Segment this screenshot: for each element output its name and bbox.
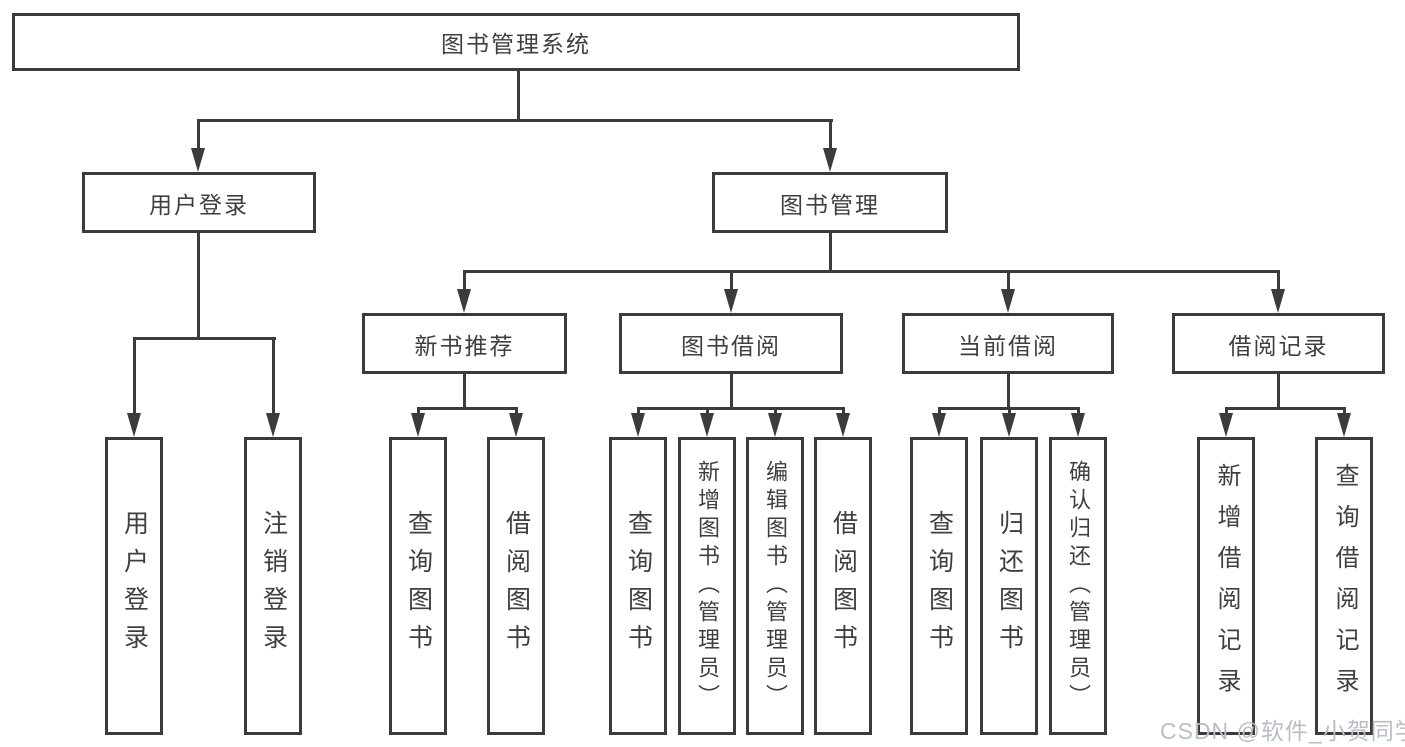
leaf-borrow-books-label: 借阅图书 bbox=[829, 510, 858, 662]
leaf-query-books-rec: 查询图书 bbox=[389, 437, 447, 735]
node-user-login: 用户登录 bbox=[82, 172, 316, 233]
arrow-down-icon bbox=[266, 413, 280, 437]
node-book-management-label: 图书管理 bbox=[780, 191, 880, 218]
arrow-down-icon bbox=[823, 148, 837, 172]
arrow-down-icon bbox=[191, 148, 205, 172]
leaf-query-books-borrow: 查询图书 bbox=[609, 437, 667, 735]
arrow-down-icon bbox=[768, 413, 782, 437]
connector-book-management-stem bbox=[829, 233, 832, 273]
node-current-borrow-label: 当前借阅 bbox=[958, 332, 1058, 359]
leaf-add-borrow-record-label: 新增借阅记录 bbox=[1213, 463, 1240, 709]
arrow-down-icon bbox=[509, 413, 523, 437]
connector-drop-book-management bbox=[829, 119, 832, 153]
leaf-query-borrow-record-label: 查询借阅记录 bbox=[1331, 463, 1358, 709]
leaf-user-login-label: 用户登录 bbox=[120, 510, 149, 662]
arrow-down-icon bbox=[1219, 413, 1233, 437]
arrow-down-icon bbox=[724, 289, 738, 313]
connector-records-rail bbox=[1225, 407, 1345, 410]
leaf-borrow-books: 借阅图书 bbox=[814, 437, 872, 735]
connector-drop-level3 bbox=[730, 270, 733, 295]
leaf-user-login: 用户登录 bbox=[105, 437, 163, 735]
arrow-down-icon bbox=[932, 413, 946, 437]
connector-drop-leaf bbox=[133, 337, 136, 417]
connector-drop-level3 bbox=[1277, 270, 1280, 295]
leaf-return-books: 归还图书 bbox=[980, 437, 1038, 735]
leaf-query-books-current: 查询图书 bbox=[910, 437, 968, 735]
connector-drop-user-login bbox=[197, 119, 200, 153]
leaf-query-books-rec-label: 查询图书 bbox=[404, 510, 433, 662]
connector-drop-level3 bbox=[1007, 270, 1010, 295]
arrow-down-icon bbox=[836, 413, 850, 437]
arrow-down-icon bbox=[1071, 413, 1085, 437]
arrow-down-icon bbox=[1337, 413, 1351, 437]
leaf-borrow-books-rec-label: 借阅图书 bbox=[502, 510, 531, 662]
leaf-add-borrow-record: 新增借阅记录 bbox=[1197, 437, 1255, 735]
csdn-watermark: CSDN @软件_小贺同学 bbox=[1160, 718, 1405, 744]
leaf-add-books-admin: 新增图书（管理员） bbox=[678, 437, 736, 735]
node-new-book-recommend-label: 新书推荐 bbox=[414, 332, 515, 359]
leaf-edit-books-admin-label: 编辑图书（管理员） bbox=[763, 460, 788, 712]
arrow-down-icon bbox=[1001, 289, 1015, 313]
node-borrow-records-label: 借阅记录 bbox=[1228, 332, 1329, 359]
arrow-down-icon bbox=[411, 413, 425, 437]
connector-recommend-rail bbox=[417, 407, 518, 410]
leaf-query-books-borrow-label: 查询图书 bbox=[624, 510, 653, 662]
node-root-label: 图书管理系统 bbox=[441, 31, 591, 57]
connector-drop-level3 bbox=[463, 270, 466, 295]
connector-current-stem bbox=[1007, 374, 1010, 410]
leaf-logout: 注销登录 bbox=[244, 437, 302, 735]
node-book-borrow-label: 图书借阅 bbox=[681, 332, 781, 359]
node-borrow-records: 借阅记录 bbox=[1172, 313, 1385, 374]
connector-root-stem bbox=[517, 70, 520, 121]
node-root: 图书管理系统 bbox=[12, 13, 1020, 71]
leaf-return-books-label: 归还图书 bbox=[995, 510, 1024, 662]
leaf-query-borrow-record: 查询借阅记录 bbox=[1315, 437, 1373, 735]
leaf-logout-label: 注销登录 bbox=[259, 510, 288, 662]
arrow-down-icon bbox=[631, 413, 645, 437]
leaf-confirm-return-admin: 确认归还（管理员） bbox=[1049, 437, 1107, 735]
node-book-management: 图书管理 bbox=[712, 172, 948, 233]
leaf-edit-books-admin: 编辑图书（管理员） bbox=[746, 437, 804, 735]
connector-drop-leaf bbox=[272, 337, 275, 417]
node-user-login-label: 用户登录 bbox=[149, 191, 249, 218]
connector-borrow-rail bbox=[637, 407, 845, 410]
node-new-book-recommend: 新书推荐 bbox=[362, 313, 567, 374]
node-current-borrow: 当前借阅 bbox=[902, 313, 1114, 374]
leaf-query-books-current-label: 查询图书 bbox=[925, 510, 954, 662]
arrow-down-icon bbox=[700, 413, 714, 437]
leaf-confirm-return-admin-label: 确认归还（管理员） bbox=[1066, 460, 1091, 712]
arrow-down-icon bbox=[127, 413, 141, 437]
connector-root-rail bbox=[197, 119, 833, 122]
connector-user-login-stem bbox=[197, 233, 200, 340]
arrow-down-icon bbox=[1002, 413, 1016, 437]
arrow-down-icon bbox=[1271, 289, 1285, 313]
leaf-borrow-books-rec: 借阅图书 bbox=[487, 437, 545, 735]
connector-book-management-rail bbox=[463, 270, 1280, 273]
connector-user-login-rail bbox=[133, 337, 276, 340]
connector-records-stem bbox=[1277, 374, 1280, 410]
connector-recommend-stem bbox=[463, 374, 466, 410]
connector-borrow-stem bbox=[730, 374, 733, 410]
arrow-down-icon bbox=[457, 289, 471, 313]
leaf-add-books-admin-label: 新增图书（管理员） bbox=[695, 460, 720, 712]
node-book-borrow: 图书借阅 bbox=[619, 313, 843, 374]
